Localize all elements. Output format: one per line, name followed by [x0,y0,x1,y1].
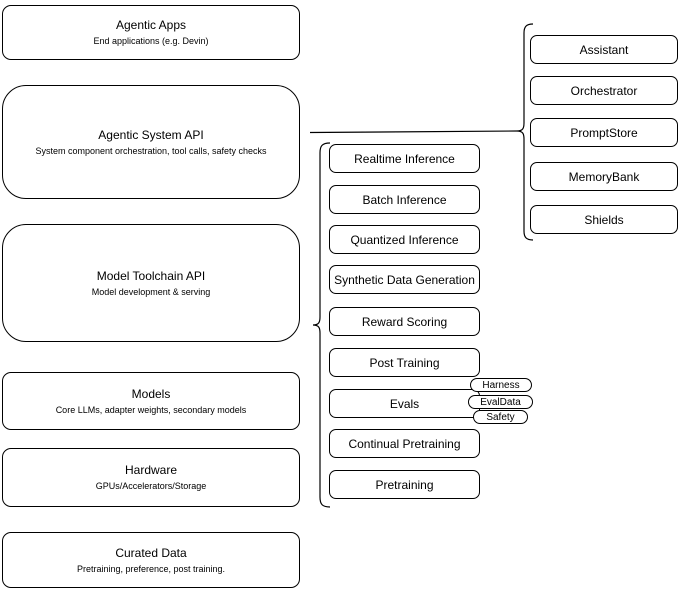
box-batch-inference: Batch Inference [329,185,480,214]
box-label: Assistant [579,42,629,57]
tag-harness: Harness [470,378,532,392]
box-label: Batch Inference [362,192,447,207]
tag-label: Harness [482,379,520,391]
box-label: Reward Scoring [361,314,448,329]
tag-label: Safety [486,411,515,423]
box-label: PromptStore [570,125,638,140]
box-label: Orchestrator [570,83,638,98]
box-label: Shields [584,212,624,227]
box-shields: Shields [530,205,678,234]
box-pretraining: Pretraining [329,470,480,499]
box-title: Hardware [124,463,178,477]
tag-evaldata: EvalData [468,395,533,409]
box-label: MemoryBank [568,169,640,184]
box-hardware: Hardware GPUs/Accelerators/Storage [2,448,300,507]
box-label: Synthetic Data Generation [334,272,475,287]
box-title: Curated Data [115,545,187,560]
toolchain-brace [312,142,331,508]
box-label: Pretraining [375,477,434,492]
box-orchestrator: Orchestrator [530,76,678,105]
box-title: Model Toolchain API [96,268,206,283]
box-subtitle: GPUs/Accelerators/Storage [95,481,207,491]
box-subtitle: Pretraining, preference, post training. [76,563,226,574]
tag-label: EvalData [480,396,521,408]
box-post-training: Post Training [329,348,480,377]
box-title: Agentic Apps [115,18,187,32]
box-agentic-apps: Agentic Apps End applications (e.g. Devi… [2,5,300,60]
box-label: Post Training [369,355,440,370]
box-quantized-inference: Quantized Inference [329,225,480,254]
box-assistant: Assistant [530,35,678,64]
box-synthetic-data-generation: Synthetic Data Generation [329,265,480,294]
box-label: Evals [389,396,420,411]
box-reward-scoring: Reward Scoring [329,307,480,336]
box-label: Realtime Inference [354,151,455,166]
box-label: Continual Pretraining [348,436,461,451]
box-evals: Evals [329,389,480,418]
box-models: Models Core LLMs, adapter weights, secon… [2,372,300,430]
box-subtitle: System component orchestration, tool cal… [35,145,267,156]
box-continual-pretraining: Continual Pretraining [329,429,480,458]
box-curated-data: Curated Data Pretraining, preference, po… [2,532,300,588]
box-label: Quantized Inference [350,232,459,247]
box-subtitle: Core LLMs, adapter weights, secondary mo… [55,404,247,415]
box-promptstore: PromptStore [530,118,678,147]
box-model-toolchain-api: Model Toolchain API Model development & … [2,224,300,342]
tag-safety: Safety [473,410,528,424]
box-title: Models [131,386,171,401]
box-agentic-system-api: Agentic System API System component orch… [2,85,300,199]
box-subtitle: Model development & serving [91,286,211,297]
box-title: Agentic System API [98,127,204,142]
box-realtime-inference: Realtime Inference [329,144,480,173]
box-memorybank: MemoryBank [530,162,678,191]
box-subtitle: End applications (e.g. Devin) [93,36,209,46]
system-api-connector [309,130,518,134]
